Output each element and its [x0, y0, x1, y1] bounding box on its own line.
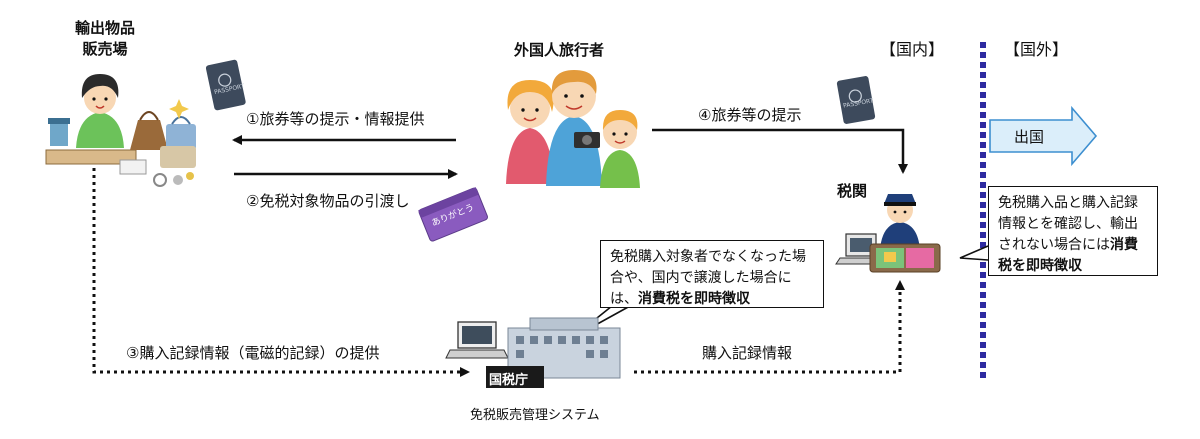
departure-arrow — [989, 105, 1098, 167]
arrow-step4 — [652, 128, 908, 174]
departure-label: 出国 — [1014, 128, 1045, 146]
arrow-step3 — [92, 168, 470, 377]
step1-label: ①旅券等の提示・情報提供 — [246, 110, 425, 128]
passport-illustration-2 — [836, 76, 876, 124]
shop-illustration — [45, 74, 196, 187]
package-illustration — [418, 187, 489, 242]
shop-label-line1: 輸出物品 — [74, 19, 135, 37]
nta-illustration — [445, 317, 621, 388]
step3-label: ③購入記録情報（電磁的記録）の提供 — [126, 344, 380, 362]
bubble-nta-bold: 消費税を即時徴収 — [638, 291, 750, 307]
overseas-label: 【国外】 — [1004, 40, 1069, 59]
system-label: 免税販売管理システム — [470, 408, 600, 423]
shop-label: 輸出物品 販売場 — [70, 18, 140, 60]
shop-label-line2: 販売場 — [82, 40, 128, 58]
bubble-customs-bold: 消費税を即時徴収 — [998, 237, 1138, 274]
passport-illustration-1 — [205, 59, 246, 111]
arrow-record — [634, 280, 905, 374]
customs-illustration — [835, 194, 941, 273]
nta-label: 国税庁 — [489, 373, 529, 388]
bubble-customs-tail — [959, 245, 989, 261]
bubble-nta-text: 免税購入対象者でなくなった場合や、国内で譲渡した場合には、 — [610, 249, 806, 307]
customs-label: 税関 — [837, 182, 868, 200]
traveler-label: 外国人旅行者 — [514, 41, 605, 59]
step4-label: ④旅券等の提示 — [698, 106, 802, 124]
bubble-customs-text: 免税購入品と購入記録情報とを確認し、輸出されない場合には — [998, 195, 1138, 253]
record-label: 購入記録情報 — [702, 344, 793, 362]
step2-label: ②免税対象物品の引渡し — [246, 192, 410, 210]
bubble-customs: 免税購入品と購入記録情報とを確認し、輸出されない場合には消費税を即時徴収 — [988, 186, 1158, 276]
domestic-label: 【国内】 — [880, 40, 945, 59]
traveler-illustration — [506, 70, 640, 188]
bubble-nta: 免税購入対象者でなくなった場合や、国内で譲渡した場合には、消費税を即時徴収 — [600, 240, 824, 308]
